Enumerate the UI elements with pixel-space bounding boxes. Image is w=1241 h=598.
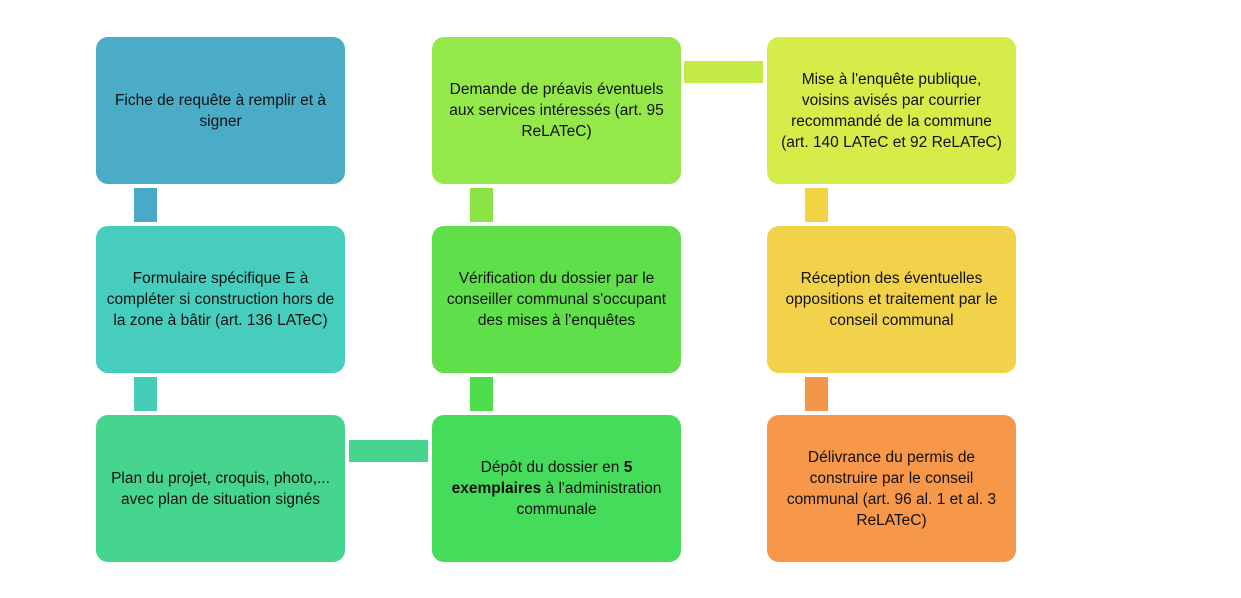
- step-plan-projet: Plan du projet, croquis, photo,... avec …: [96, 415, 345, 562]
- connector-depot-verification: [470, 377, 493, 411]
- connector-reception-delivrance: [805, 377, 828, 411]
- step-delivrance-permis: Délivrance du permis de construire par l…: [767, 415, 1016, 562]
- step-depot-text-bold: 5 exemplaires: [451, 459, 633, 497]
- step-fiche-requete: Fiche de requête à remplir et à signer: [96, 37, 345, 184]
- connector-plan-depot: [349, 440, 428, 462]
- step-formulaire-e-text: Formulaire spécifique E à compléter si c…: [106, 270, 335, 329]
- connector-formulaire-plan: [134, 377, 157, 411]
- connector-fiche-formulaire: [134, 188, 157, 222]
- step-verification-dossier: Vérification du dossier par le conseille…: [432, 226, 681, 373]
- step-reception-oppositions: Réception des éventuelles oppositions et…: [767, 226, 1016, 373]
- step-mise-enquete-text: Mise à l'enquête publique, voisins avisé…: [781, 70, 1002, 151]
- step-delivrance-permis-text: Délivrance du permis de construire par l…: [786, 448, 997, 529]
- step-demande-preavis: Demande de préavis éventuels aux service…: [432, 37, 681, 184]
- step-formulaire-e: Formulaire spécifique E à compléter si c…: [96, 226, 345, 373]
- step-plan-projet-text: Plan du projet, croquis, photo,... avec …: [111, 469, 330, 508]
- step-verification-dossier-text: Vérification du dossier par le conseille…: [446, 270, 667, 329]
- step-reception-oppositions-text: Réception des éventuelles oppositions et…: [785, 270, 998, 329]
- step-demande-preavis-text: Demande de préavis éventuels aux service…: [449, 81, 664, 140]
- connector-verification-demande: [470, 188, 493, 222]
- step-depot-dossier-text: Dépôt du dossier en 5 exemplaires à l'ad…: [442, 457, 671, 520]
- connector-mise-reception: [805, 188, 828, 222]
- connector-demande-mise: [684, 61, 763, 83]
- step-mise-enquete: Mise à l'enquête publique, voisins avisé…: [767, 37, 1016, 184]
- step-depot-dossier: Dépôt du dossier en 5 exemplaires à l'ad…: [432, 415, 681, 562]
- step-depot-text-before: Dépôt du dossier en: [480, 459, 624, 476]
- step-depot-text-after: à l'administration communale: [516, 480, 662, 518]
- step-fiche-requete-text: Fiche de requête à remplir et à signer: [114, 91, 327, 130]
